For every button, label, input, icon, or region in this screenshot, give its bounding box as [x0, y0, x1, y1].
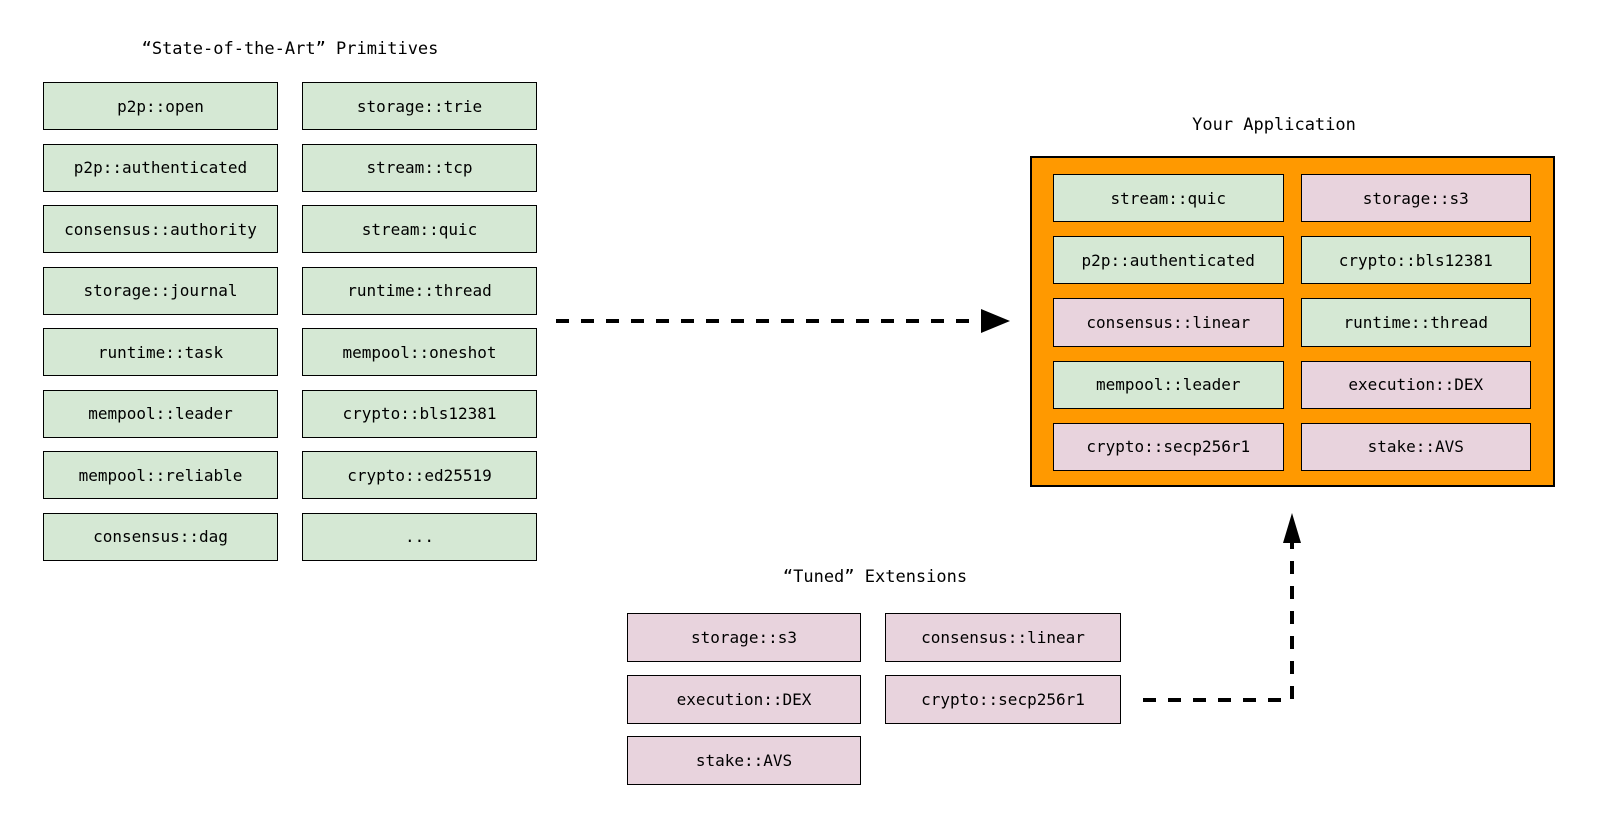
primitives-to-application-arrow: [556, 309, 1010, 333]
application-component-box: stake::AVS: [1300, 422, 1531, 471]
extensions-title: “Tuned” Extensions: [782, 567, 968, 587]
primitive-box: consensus::dag: [43, 512, 278, 561]
primitive-box: runtime::thread: [302, 266, 537, 315]
primitive-box: stream::quic: [302, 205, 537, 253]
arrowhead-up-icon: [1283, 513, 1301, 543]
application-component-box: execution::DEX: [1300, 360, 1531, 409]
application-component-box: storage::s3: [1300, 174, 1531, 223]
application-component-box: stream::quic: [1053, 174, 1284, 223]
extension-box: stake::AVS: [627, 736, 861, 785]
primitive-box: stream::tcp: [302, 143, 537, 192]
primitive-box: runtime::task: [43, 328, 278, 376]
primitive-box: crypto::ed25519: [302, 451, 537, 499]
application-component-box: crypto::secp256r1: [1053, 422, 1284, 471]
primitive-box: mempool::reliable: [43, 451, 278, 499]
extensions-to-application-arrow: [1143, 513, 1301, 702]
primitive-box: storage::trie: [302, 82, 537, 130]
primitives-title: “State-of-the-Art” Primitives: [141, 39, 439, 59]
application-component-box: mempool::leader: [1053, 360, 1284, 409]
primitive-box: p2p::open: [43, 82, 278, 130]
dashed-elbow-line: [1143, 542, 1294, 702]
primitive-box: mempool::oneshot: [302, 328, 537, 376]
application-component-box: consensus::linear: [1053, 298, 1284, 347]
extension-box: storage::s3: [627, 613, 861, 662]
extension-box: execution::DEX: [627, 674, 861, 724]
application-component-box: crypto::bls12381: [1300, 236, 1531, 285]
application-title: Your Application: [1192, 115, 1356, 135]
primitive-box: p2p::authenticated: [43, 143, 278, 192]
primitive-box: mempool::leader: [43, 389, 278, 438]
primitive-box: crypto::bls12381: [302, 389, 537, 438]
arrowhead-right-icon: [981, 309, 1010, 333]
primitive-box: ...: [302, 512, 537, 561]
extension-box: consensus::linear: [885, 613, 1121, 662]
primitive-box: storage::journal: [43, 266, 278, 315]
primitive-box: consensus::authority: [43, 205, 278, 253]
application-component-box: p2p::authenticated: [1053, 236, 1284, 285]
application-component-box: runtime::thread: [1300, 298, 1531, 347]
extension-box: crypto::secp256r1: [885, 674, 1121, 724]
